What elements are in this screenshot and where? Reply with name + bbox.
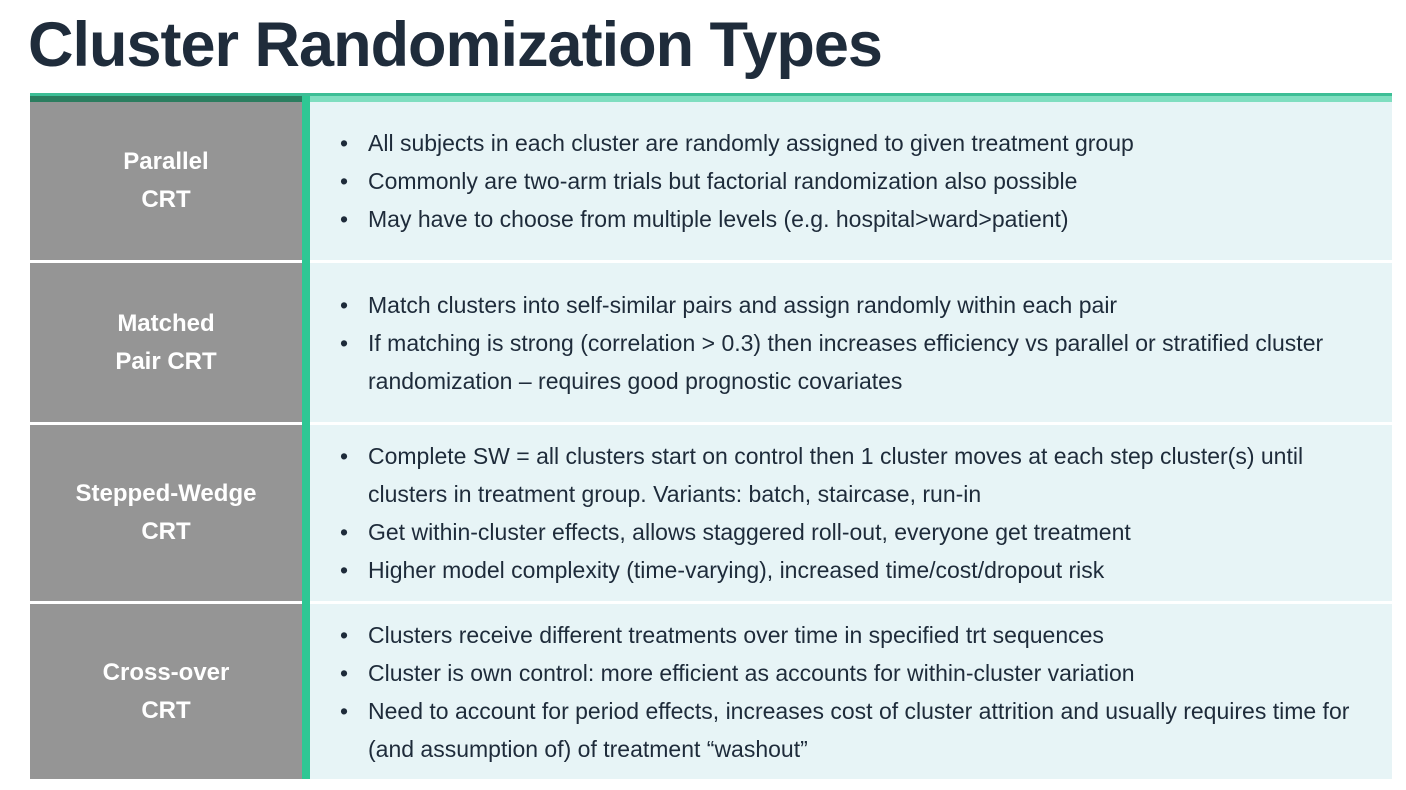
bullet-item: Get within-cluster effects, allows stagg… bbox=[310, 513, 1370, 551]
row-label-line1: Cross-over bbox=[102, 658, 230, 686]
bullet-list: Clusters receive different treatments ov… bbox=[310, 616, 1370, 768]
column-divider bbox=[302, 96, 310, 779]
table-row-cross-over-crt: Cross-over CRT Clusters receive differen… bbox=[30, 604, 1392, 779]
crt-types-table: Parallel CRT All subjects in each cluste… bbox=[30, 93, 1392, 779]
row-content-parallel-crt: All subjects in each cluster are randoml… bbox=[310, 102, 1392, 260]
row-label-cross-over-crt: Cross-over CRT bbox=[30, 604, 302, 779]
table-row-parallel-crt: Parallel CRT All subjects in each cluste… bbox=[30, 102, 1392, 260]
bullet-item: Complete SW = all clusters start on cont… bbox=[310, 437, 1370, 513]
row-label-parallel-crt: Parallel CRT bbox=[30, 102, 302, 260]
table-top-border-left-segment bbox=[30, 96, 302, 102]
bullet-item: Higher model complexity (time-varying), … bbox=[310, 551, 1370, 589]
page-title: Cluster Randomization Types bbox=[28, 10, 883, 80]
table-row-matched-pair-crt: Matched Pair CRT Match clusters into sel… bbox=[30, 263, 1392, 422]
row-label-matched-pair-crt: Matched Pair CRT bbox=[30, 263, 302, 422]
bullet-item: If matching is strong (correlation > 0.3… bbox=[310, 324, 1370, 400]
bullet-list: All subjects in each cluster are randoml… bbox=[310, 124, 1370, 238]
row-content-stepped-wedge-crt: Complete SW = all clusters start on cont… bbox=[310, 425, 1392, 601]
row-label-line2: CRT bbox=[141, 186, 191, 213]
row-content-cross-over-crt: Clusters receive different treatments ov… bbox=[310, 604, 1392, 779]
row-label-line2: CRT bbox=[141, 696, 191, 724]
bullet-item: Commonly are two-arm trials but factoria… bbox=[310, 162, 1370, 200]
table-top-border bbox=[30, 96, 1392, 102]
bullet-item: Cluster is own control: more efficient a… bbox=[310, 654, 1370, 692]
bullet-item: All subjects in each cluster are randoml… bbox=[310, 124, 1370, 162]
row-label-line2: CRT bbox=[141, 518, 191, 545]
row-label-line1: Matched bbox=[117, 309, 215, 337]
bullet-list: Complete SW = all clusters start on cont… bbox=[310, 437, 1370, 589]
table-top-border-right-segment bbox=[310, 96, 1392, 102]
bullet-item: Clusters receive different treatments ov… bbox=[310, 616, 1370, 654]
row-content-matched-pair-crt: Match clusters into self-similar pairs a… bbox=[310, 263, 1392, 422]
row-label-line1: Parallel bbox=[123, 148, 209, 175]
bullet-list: Match clusters into self-similar pairs a… bbox=[310, 286, 1370, 400]
row-label-line2: Pair CRT bbox=[115, 347, 217, 375]
bullet-item: May have to choose from multiple levels … bbox=[310, 200, 1370, 238]
bullet-item: Need to account for period effects, incr… bbox=[310, 692, 1370, 768]
bullet-item: Match clusters into self-similar pairs a… bbox=[310, 286, 1370, 324]
row-label-line1: Stepped-Wedge bbox=[75, 480, 257, 507]
table-top-strip bbox=[30, 93, 1392, 96]
row-label-stepped-wedge-crt: Stepped-Wedge CRT bbox=[30, 425, 302, 601]
table-row-stepped-wedge-crt: Stepped-Wedge CRT Complete SW = all clus… bbox=[30, 425, 1392, 601]
